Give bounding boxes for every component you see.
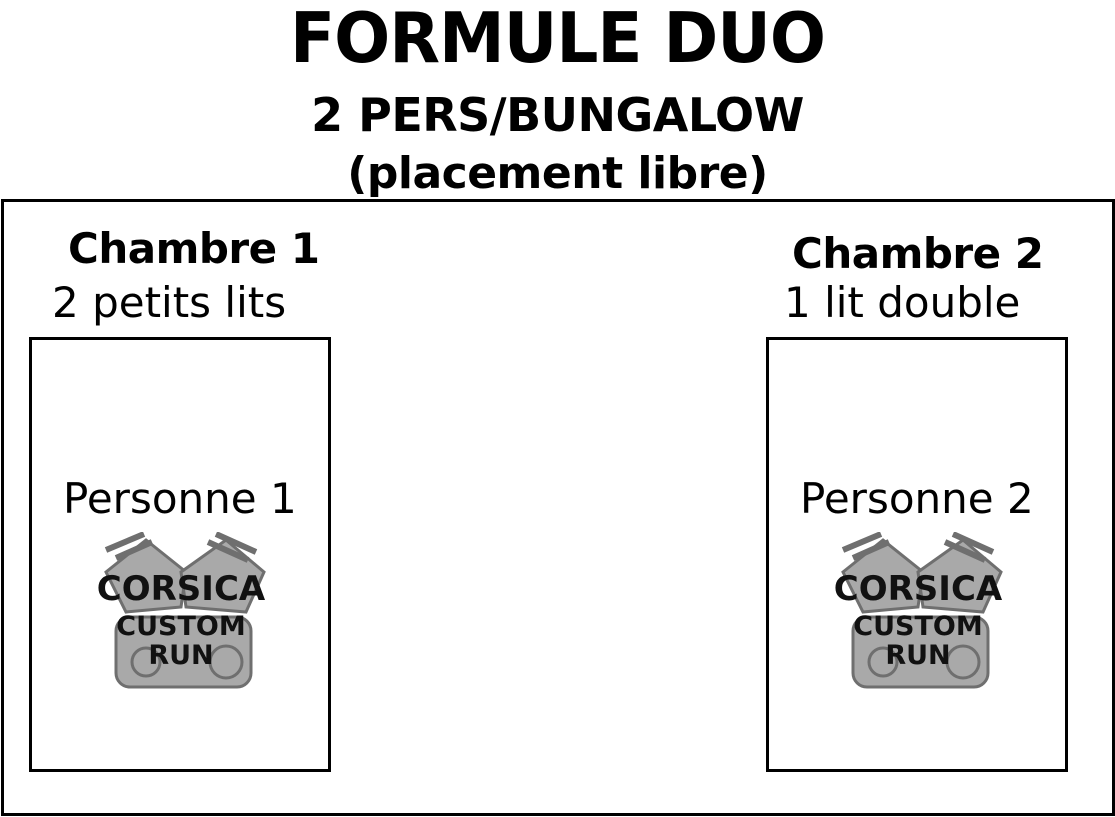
motorcycle-engine-icon: CORSICA CUSTOM RUN: [834, 532, 1003, 689]
subtitle: 2 PERS/BUNGALOW: [311, 88, 804, 142]
logo-line-1: CORSICA: [834, 569, 1003, 609]
room-1-person: Personne 1: [63, 474, 297, 523]
room-2-beds: 1 lit double: [784, 278, 1021, 327]
logo-line-3: RUN: [148, 640, 213, 671]
logo-line-1: CORSICA: [97, 569, 266, 609]
bungalow-frame: [1, 199, 1115, 816]
motorcycle-engine-icon: CORSICA CUSTOM RUN: [97, 532, 266, 689]
room-1-beds: 2 petits lits: [52, 278, 287, 327]
room-1-box: [29, 337, 331, 772]
main-title: FORMULE DUO: [290, 0, 826, 79]
logo-line-2: CUSTOM: [116, 611, 245, 642]
room-2-box: [766, 337, 1068, 772]
room-1-title: Chambre 1: [68, 224, 320, 273]
logo-line-3: RUN: [885, 640, 950, 671]
room-2-title: Chambre 2: [792, 229, 1044, 278]
placement-note: (placement libre): [347, 148, 768, 199]
logo-line-2: CUSTOM: [853, 611, 982, 642]
room-2-person: Personne 2: [800, 474, 1034, 523]
